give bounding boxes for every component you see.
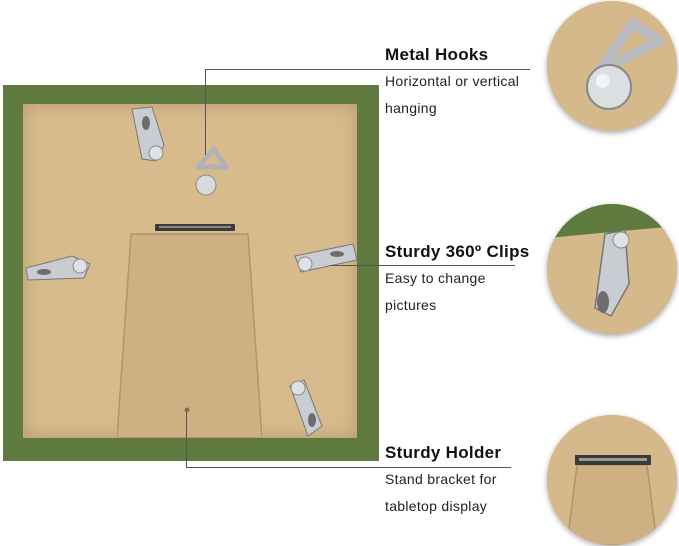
closeup-hook bbox=[547, 1, 677, 131]
leader-line-holder-vertical bbox=[186, 412, 187, 468]
leader-line-hooks-vertical bbox=[205, 69, 206, 155]
leader-line-holder bbox=[186, 467, 511, 468]
feature-desc-clips-line2: pictures bbox=[385, 297, 437, 313]
feature-title-clips: Sturdy 360º Clips bbox=[385, 242, 530, 261]
feature-desc-clips: Easy to change pictures bbox=[385, 265, 555, 319]
stand-bracket bbox=[117, 233, 262, 438]
feature-desc-holder-line2: tabletop display bbox=[385, 498, 488, 514]
leader-line-hooks bbox=[205, 69, 530, 70]
stand-hinge bbox=[155, 224, 235, 231]
stand-bracket-closeup-icon bbox=[547, 415, 677, 545]
closeup-clip bbox=[547, 204, 677, 334]
feature-desc-hooks: Horizontal or vertical hanging bbox=[385, 68, 555, 122]
sawtooth-hook-closeup-icon bbox=[547, 1, 677, 131]
feature-title-holder: Sturdy Holder bbox=[385, 443, 502, 462]
clip-bottom-icon bbox=[289, 379, 323, 437]
closeup-holder bbox=[547, 415, 677, 545]
feature-desc-holder: Stand bracket for tabletop display bbox=[385, 466, 555, 520]
feature-desc-hooks-line1: Horizontal or vertical bbox=[385, 73, 520, 89]
sawtooth-hook-icon bbox=[195, 146, 229, 196]
leader-line-clips bbox=[330, 265, 515, 266]
clip-left-icon bbox=[25, 255, 91, 281]
turn-clip-closeup-icon bbox=[547, 204, 677, 334]
feature-desc-clips-line1: Easy to change bbox=[385, 270, 486, 286]
clip-right-icon bbox=[294, 243, 358, 273]
feature-desc-hooks-line2: hanging bbox=[385, 100, 437, 116]
clip-top-icon bbox=[131, 106, 165, 162]
feature-desc-holder-line1: Stand bracket for bbox=[385, 471, 497, 487]
feature-title-hooks: Metal Hooks bbox=[385, 45, 489, 64]
